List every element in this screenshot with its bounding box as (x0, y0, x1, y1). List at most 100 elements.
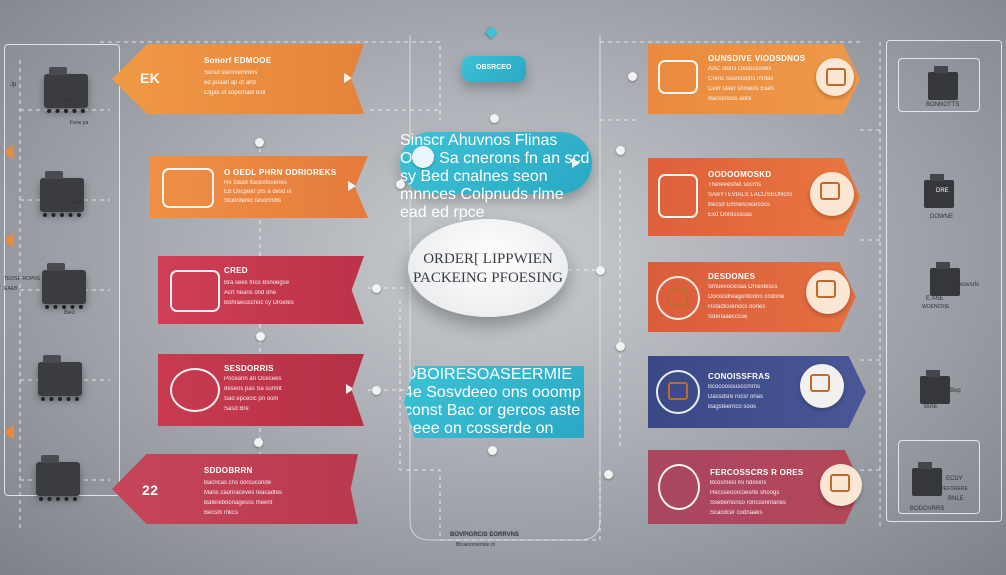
right-banner-line: Hecsseoorcoesrte shoogs (710, 490, 780, 496)
right-side-label: BODOVRRS (910, 506, 945, 512)
right-frame-panel (886, 40, 1002, 522)
pill-dot-icon (412, 146, 434, 168)
right-side-label: DRE (936, 188, 949, 194)
left-banner-code: 22 (142, 482, 159, 498)
left-marker-1 (4, 144, 14, 160)
teal-bottom-line: on cosserde on cunpacs (404, 420, 554, 455)
connector-node (628, 72, 637, 81)
left-side-label: Rs (64, 98, 72, 104)
left-side-label: Fane pa (70, 120, 89, 126)
right-box-panel-1 (898, 58, 980, 112)
box-icon (924, 174, 954, 208)
left-banner-title: Sonorf EDMOOE (204, 56, 272, 65)
right-side-label: BIAE (924, 404, 938, 410)
right-banner-title: DESDONES (708, 272, 756, 281)
right-banner-line: Cexr Oaer soroeos Eaes (708, 86, 775, 92)
checklist-box-icon (658, 174, 698, 218)
left-banner-5[interactable]: 22 SDDOBRRN Bacncas cns oorcuconde Mans … (112, 454, 358, 524)
left-banner-3[interactable]: CRED Bra sees fnco Bsnoegse Acrt neans o… (158, 256, 364, 324)
cart-icon (44, 67, 88, 113)
left-side-label: TEOSE ROPNS (4, 276, 41, 282)
arrow-right-icon (348, 181, 356, 191)
right-side-label: BNLE (948, 496, 964, 502)
left-banner-line: Acrt neans ond dne (224, 290, 277, 296)
folder-icon (810, 172, 854, 216)
right-banner-line: Sdenaaecccse (708, 314, 748, 320)
teal-bottom-box[interactable]: OBOIRESOASEERMIE 4e Sosvdeeo ons ooomp c… (404, 366, 584, 438)
footer-title: BOVPIGRCIS EORRVNS (450, 532, 519, 538)
box-icon (920, 370, 950, 404)
right-banner-line: Scacdcer codnaaks (710, 510, 763, 516)
right-banner-line: Ssebemonso ronccenntanes (710, 500, 787, 506)
left-banner-line: Bacncas cns oorcuconde (204, 480, 272, 486)
connector-node (596, 266, 605, 275)
left-banner-title: CRED (224, 266, 248, 275)
arrow-right-icon (572, 158, 580, 168)
right-banner-line: Crens Sesncoons mntas (708, 76, 774, 82)
left-banner-line: ed poaan ap of alrd (204, 80, 256, 86)
left-marker-3 (4, 424, 14, 440)
teal-top-line: Bed cnalnes seon mnnces (400, 168, 548, 203)
left-side-label: Jp (10, 82, 17, 88)
left-banner-title: SESDORRIS (224, 364, 274, 373)
right-banner-title: OODOOMOSKD (708, 170, 772, 179)
connector-node (490, 114, 499, 123)
teal-bottom-title: OBOIRESOASEERMIE (404, 366, 573, 383)
teal-bottom-line: 4e Sosvdeeo ons ooomp const (404, 384, 582, 419)
search-icon (800, 364, 844, 408)
connector-node (616, 342, 625, 351)
cart-icon (36, 455, 80, 501)
top-tag[interactable]: OBSRCEO (462, 56, 526, 82)
teal-top-line: Colpnuds rlme ead ed rpce (400, 186, 564, 221)
cart-icon (38, 355, 82, 401)
hub-title-line1: ORDER[ LIPPWIEN (423, 251, 553, 267)
connector-node (616, 146, 625, 155)
package-box-icon (170, 270, 220, 312)
connector-node (372, 284, 381, 293)
right-side-label: E ANE (926, 296, 944, 302)
top-tag-label: OBSRCEO (476, 64, 512, 71)
scale-icon (816, 58, 854, 96)
connector-node (255, 138, 264, 147)
left-banner-line: Bra sees fnco Bsnoegse (224, 280, 290, 286)
right-banner-line: Bcocoossusccrnrns (708, 384, 761, 390)
central-hub[interactable]: ORDER[ LIPPWIEN PACKEING PFOESING (408, 219, 568, 317)
clipboard-icon (806, 270, 850, 314)
right-banner-line: Bcosmesl mi ndoxins (710, 480, 767, 486)
left-banner-line: Poceann an Ocecees (224, 376, 282, 382)
left-banner-line: Becsm mkcs (204, 510, 239, 516)
hub-title-line2: PACKEING PFOESING (413, 270, 563, 286)
connector-node (488, 446, 497, 455)
left-banner-line: Sasd Bre (224, 406, 249, 412)
right-side-label: DOWNE (930, 214, 953, 220)
left-banner-title: O OEDL PHRN ODRIOREKS (224, 168, 337, 177)
left-marker-2 (4, 232, 14, 248)
stamp-box-icon (170, 368, 220, 412)
right-side-label: Bep (950, 388, 961, 394)
footer-subtitle: Blcaeromennle ot (456, 542, 495, 548)
right-side-label: WOENCRIE (922, 304, 950, 310)
delivery-box-icon (658, 464, 700, 510)
ledger-box-icon (658, 60, 698, 94)
right-banner-line: AAC stons Deoossones (708, 66, 772, 72)
box-icon (912, 462, 942, 496)
left-banner-title: SDDOBRRN (204, 466, 253, 475)
teal-top-pill[interactable]: Sinscr Ahuvnos Flinas Orby Sa cnerons fn… (400, 132, 592, 221)
connector-node (396, 180, 405, 189)
left-banner-line: deseos pas Sa sumrit (224, 386, 282, 392)
left-banner-1[interactable]: EK Sonorf EDMOOE Sorsd stenrxemmns ed po… (112, 44, 364, 114)
left-banner-4[interactable]: SESDORRIS Poceann an Ocecees deseos pas … (158, 354, 364, 426)
connector-node (372, 386, 381, 395)
connector-node (254, 438, 263, 447)
left-banner-2[interactable]: O OEDL PHRN ODRIOREKS Re zlaad Itaceotso… (150, 156, 368, 218)
right-banner-line: Bacusnoos aore (708, 96, 752, 102)
cart-icon (42, 263, 86, 309)
right-side-label: ECDY (946, 476, 963, 482)
right-banner-line: Bagsteernco soos (708, 404, 757, 410)
right-side-label: Beovsrls (956, 282, 980, 288)
arrow-right-icon (344, 73, 352, 83)
right-banner-line: Oocoodreagontoonn codone (708, 294, 785, 300)
left-banner-line: Ctgas of sopemadi teol (204, 90, 266, 96)
cart-icon (40, 171, 84, 217)
left-banner-line: Mans caonraceves teacadtes (204, 490, 283, 496)
